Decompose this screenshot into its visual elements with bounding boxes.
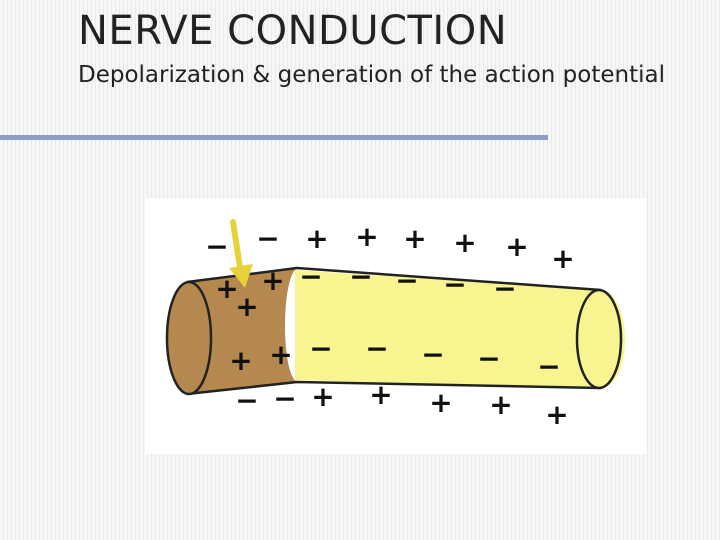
axon-right-end <box>575 288 623 390</box>
positive-charge: + <box>215 272 238 305</box>
negative-charge: − <box>309 332 332 365</box>
title-rule <box>0 135 548 140</box>
axon-left-end <box>165 280 213 396</box>
positive-charge: + <box>261 264 284 297</box>
nerve-fiber-diagram: −−+++++++++−−−−−++−−−−−−−+++++ <box>165 219 625 431</box>
negative-charge: − <box>256 222 279 255</box>
axon-top-edge <box>186 266 602 292</box>
positive-charge: + <box>235 290 258 323</box>
negative-charge: − <box>273 382 296 415</box>
negative-charge: − <box>493 272 516 305</box>
charge-labels: −−+++++++++−−−−−++−−−−−−−+++++ <box>205 220 574 431</box>
positive-charge: + <box>229 344 252 377</box>
positive-charge: + <box>551 242 574 275</box>
negative-charge: − <box>299 260 322 293</box>
positive-charge: + <box>505 230 528 263</box>
negative-charge: − <box>477 342 500 375</box>
positive-charge: + <box>489 388 512 421</box>
resting-segment <box>295 270 625 388</box>
negative-charge: − <box>349 260 372 293</box>
positive-charge: + <box>545 398 568 431</box>
positive-charge: + <box>305 222 328 255</box>
axon-bottom-edge <box>186 380 602 396</box>
positive-charge: + <box>369 378 392 411</box>
slide-subtitle: Depolarization & generation of the actio… <box>78 62 665 88</box>
positive-charge: + <box>355 220 378 253</box>
negative-charge: − <box>395 264 418 297</box>
negative-charge: − <box>365 332 388 365</box>
negative-charge: − <box>421 338 444 371</box>
negative-charge: − <box>537 350 560 383</box>
negative-charge: − <box>235 384 258 417</box>
positive-charge: + <box>269 338 292 371</box>
positive-charge: + <box>311 380 334 413</box>
positive-charge: + <box>403 222 426 255</box>
slide-title: NERVE CONDUCTION <box>78 8 508 54</box>
positive-charge: + <box>429 386 452 419</box>
depolarized-segment <box>187 268 297 394</box>
stimulus-arrow-icon <box>229 219 253 288</box>
positive-charge: + <box>453 226 476 259</box>
negative-charge: − <box>443 268 466 301</box>
diagram-panel: −−+++++++++−−−−−++−−−−−−−+++++ <box>145 198 647 454</box>
negative-charge: − <box>205 230 228 263</box>
